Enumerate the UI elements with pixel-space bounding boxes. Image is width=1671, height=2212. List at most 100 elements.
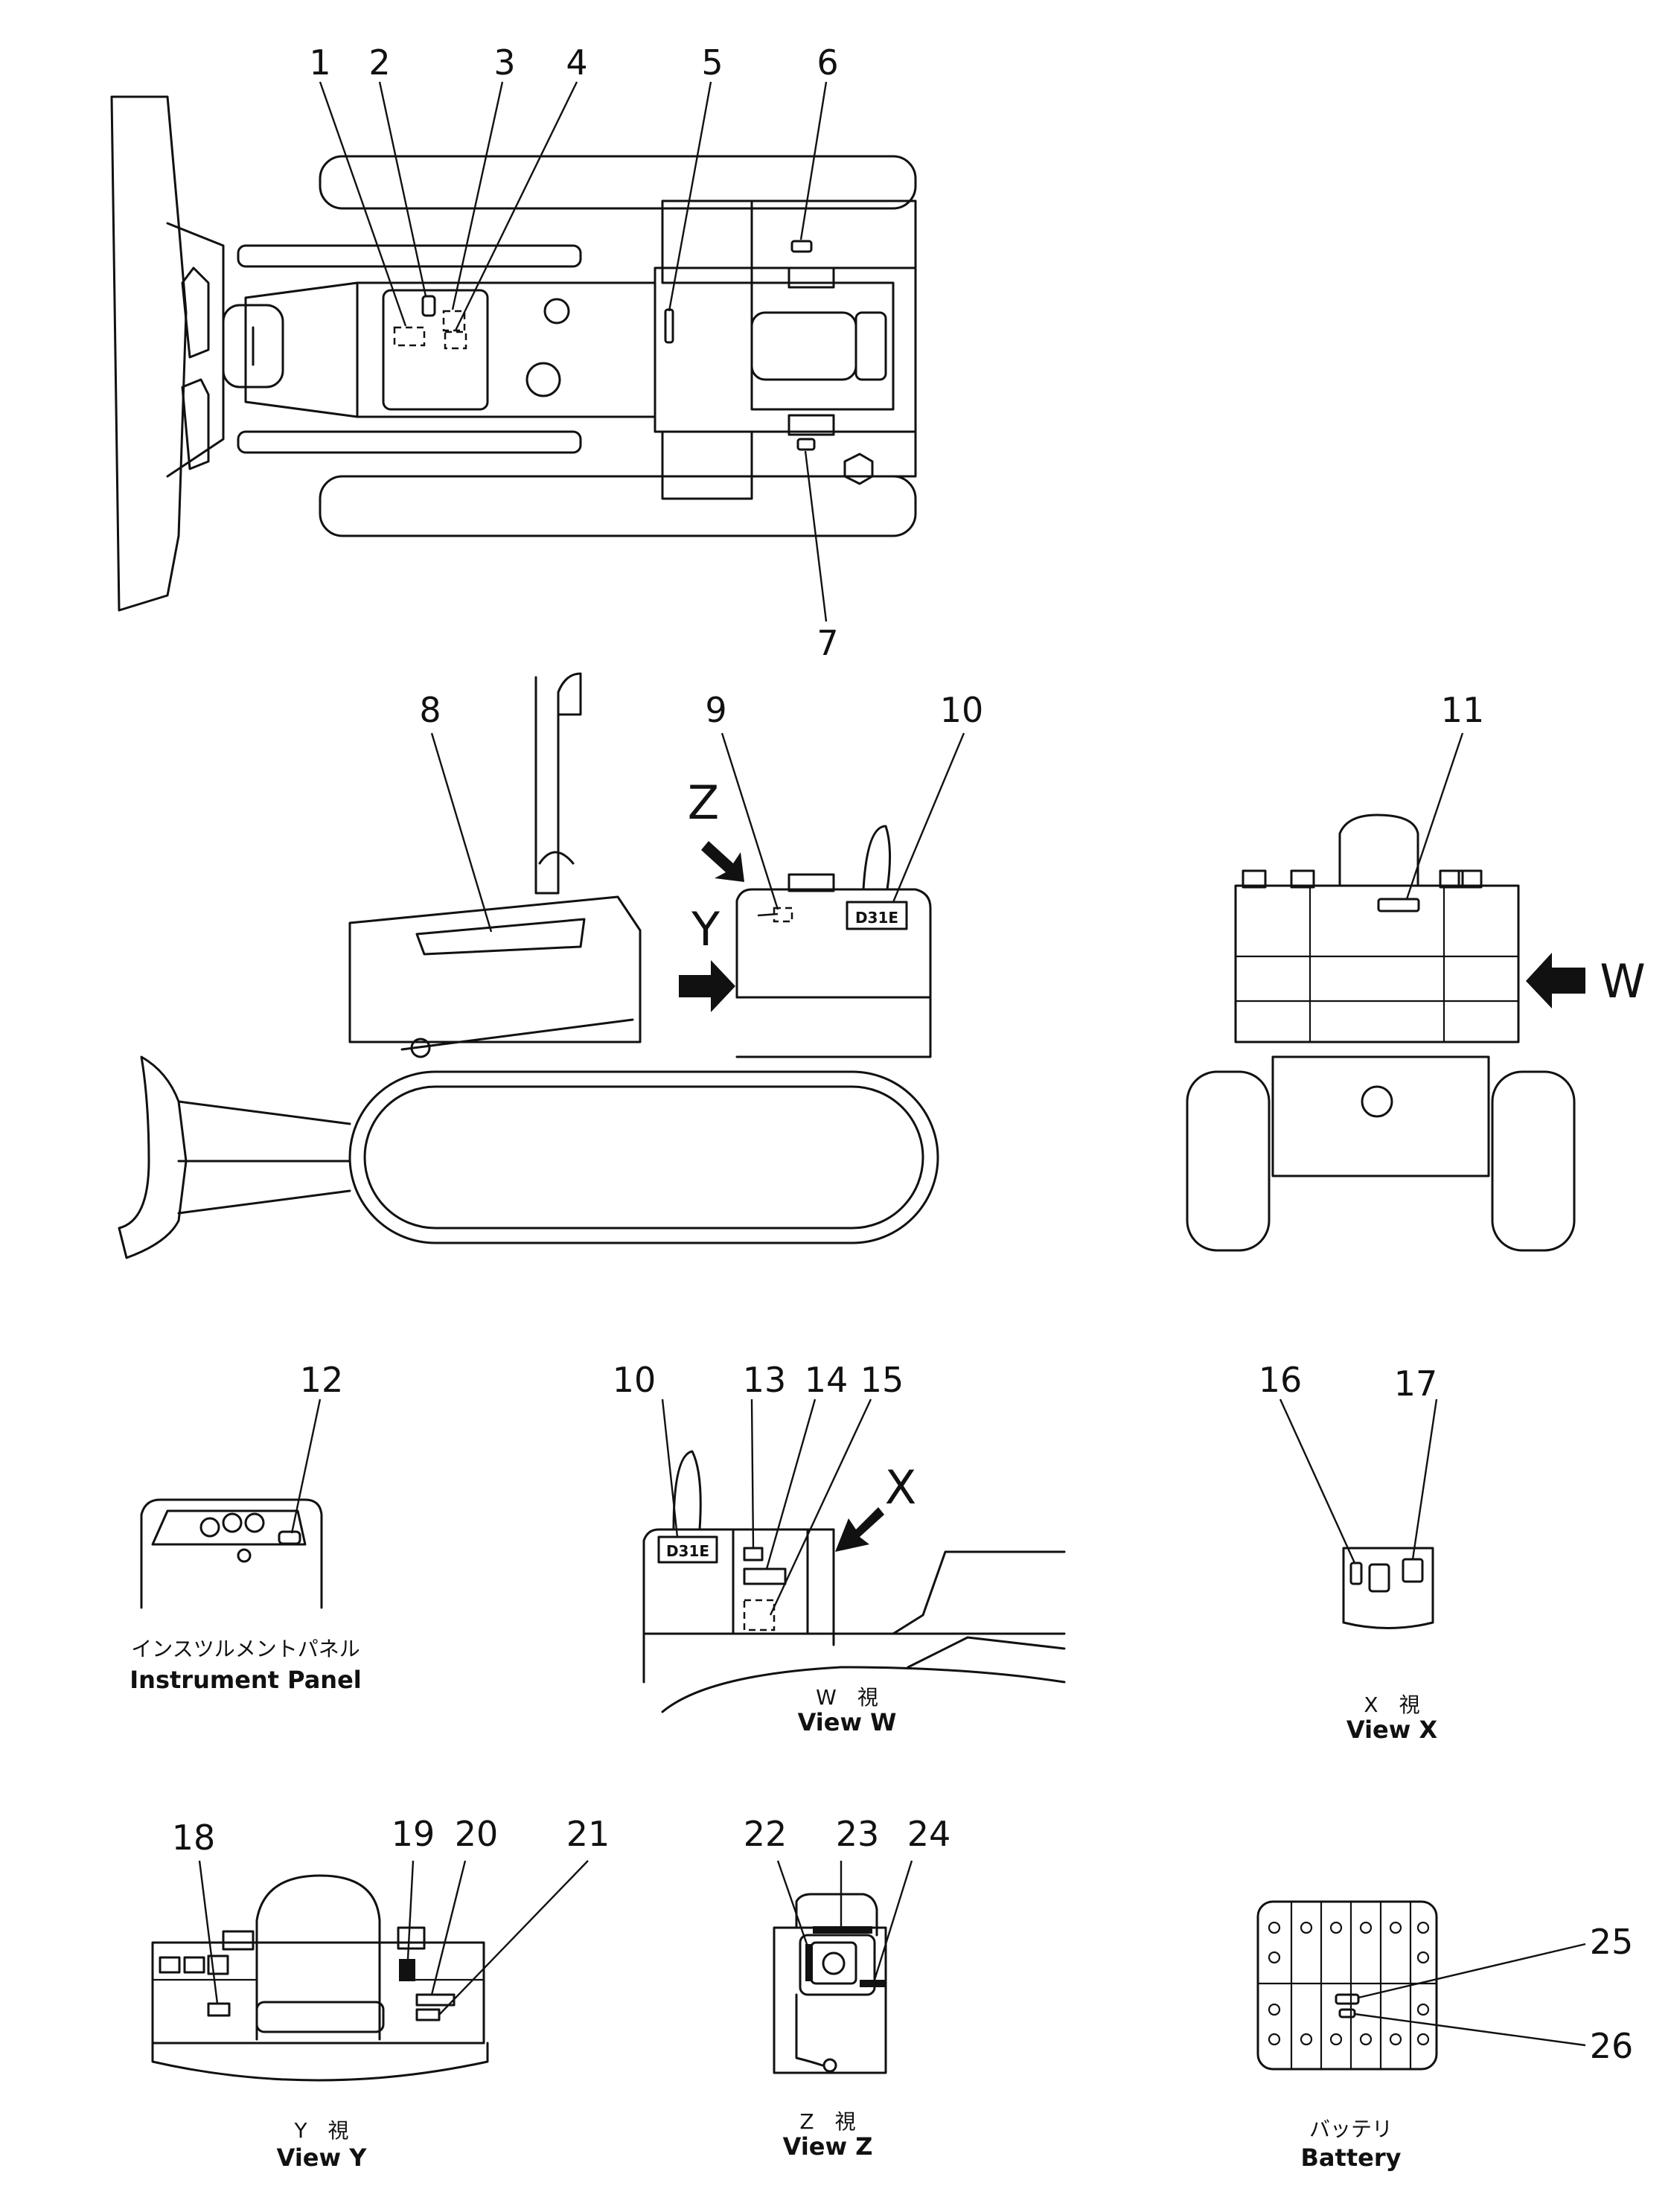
- leader-4: [454, 81, 578, 331]
- view-arrow-y-label: Y: [691, 902, 720, 956]
- vent-cap: [1268, 1951, 1281, 1964]
- w-decal-10-plate: [657, 1535, 718, 1564]
- caption-view-z-jp: Z 視: [799, 2109, 855, 2134]
- vent-cap: [1389, 1921, 1402, 1934]
- lift-pin: [410, 1038, 431, 1058]
- vent-cap: [1359, 1921, 1373, 1934]
- callout-10: 10: [940, 690, 984, 730]
- callout-12: 12: [300, 1360, 344, 1400]
- leader-11: [1405, 732, 1464, 900]
- rear-track-left: [1186, 1070, 1271, 1252]
- leader-20: [430, 1860, 467, 1995]
- track-bottom: [319, 475, 917, 537]
- leader-14: [765, 1399, 817, 1570]
- leader-9b: [757, 912, 779, 917]
- view-arrow-y: [679, 960, 735, 1012]
- z-handle: [795, 1893, 878, 1937]
- decal-25-marker: [1335, 1993, 1360, 2005]
- decal-10-plate: [846, 901, 908, 930]
- decal-6-marker: [790, 240, 813, 253]
- vent-cap: [1416, 2003, 1430, 2016]
- leader-3: [451, 81, 504, 310]
- view-arrow-w-label: W: [1600, 954, 1645, 1008]
- vent-cap: [1416, 1921, 1430, 1934]
- leader-17: [1411, 1399, 1438, 1560]
- callout-6: 6: [817, 42, 838, 83]
- callout-4: 4: [566, 42, 587, 83]
- battery-case: [1256, 1900, 1438, 2071]
- blade-shape: [110, 95, 188, 612]
- w-decal-10-text: D31E: [666, 1542, 709, 1560]
- gauge-1: [199, 1517, 220, 1538]
- side-track-outer: [348, 1070, 939, 1244]
- side-track-inner: [363, 1085, 924, 1230]
- view-x: [1279, 1399, 1438, 1629]
- decal-1-marker: [393, 326, 426, 347]
- callout-17: 17: [1394, 1364, 1438, 1404]
- leader-18: [198, 1860, 219, 2004]
- vent-cap: [1416, 1951, 1430, 1964]
- gauge-3: [244, 1512, 265, 1533]
- decal-2-marker: [421, 295, 436, 317]
- decal-12-marker: [278, 1530, 301, 1545]
- view-arrow-w: [1526, 953, 1585, 1008]
- leader-10b: [661, 1399, 679, 1538]
- decal-3-marker: [442, 310, 466, 332]
- leader-19: [406, 1860, 415, 1960]
- view-arrow-x-label: X: [885, 1460, 916, 1515]
- decal-24-marker: [860, 1980, 885, 1987]
- caption-battery-jp: バッテリ: [1309, 2117, 1393, 2141]
- decal-16-marker: [1349, 1561, 1363, 1585]
- precleaner: [538, 851, 575, 865]
- leader-5: [668, 81, 712, 312]
- caption-view-x-jp: X 視: [1364, 1692, 1419, 1717]
- z-dial: [822, 1952, 846, 1975]
- leader-7: [804, 450, 828, 622]
- callout-8: 8: [419, 690, 441, 730]
- caption-battery-en: Battery: [1301, 2144, 1402, 2172]
- brand-decal-8: [415, 918, 586, 956]
- rear-light-1: [1242, 869, 1267, 889]
- rear-frame-lower: [1271, 1055, 1490, 1177]
- leader-25: [1358, 1943, 1586, 1999]
- callout-13: 13: [743, 1360, 787, 1400]
- side-blade: [118, 1055, 188, 1259]
- seat-box: [750, 281, 895, 411]
- vent-cap: [1268, 2003, 1281, 2016]
- rear-bolt: [843, 453, 874, 485]
- rear-light-4: [1457, 869, 1483, 889]
- rear-track-right: [1491, 1070, 1576, 1252]
- y-body: [151, 1941, 485, 2045]
- leader-10: [892, 732, 965, 903]
- callout-22: 22: [744, 1814, 787, 1854]
- caption-instrument-panel-jp: インスツルメントパネル: [131, 1637, 360, 1661]
- leader-12: [290, 1399, 322, 1534]
- vent-cap: [1416, 2033, 1430, 2046]
- exhaust-stack: [534, 672, 582, 895]
- track-top: [319, 155, 917, 210]
- decal-22-marker: [805, 1944, 813, 1981]
- leader-2: [378, 81, 427, 297]
- y-switch-1: [159, 1956, 181, 1974]
- leader-22: [776, 1860, 809, 1947]
- blade-bracket-top: [181, 266, 210, 359]
- w-rear-outline: [892, 1550, 1066, 1635]
- caption-view-w-en: View W: [798, 1708, 897, 1736]
- side-panel-top: [787, 873, 835, 892]
- view-z: [773, 1860, 913, 2074]
- leader-1: [319, 81, 407, 327]
- operator-deck: [654, 266, 917, 433]
- z-screen: [810, 1941, 857, 1985]
- fender-bottom: [661, 430, 753, 500]
- vent-cap: [1300, 2033, 1313, 2046]
- callout-20: 20: [455, 1814, 499, 1854]
- callout-19: 19: [392, 1814, 435, 1854]
- callout-24: 24: [907, 1814, 951, 1854]
- x-panel: [1342, 1547, 1434, 1629]
- caption-view-w-jp: W 視: [816, 1685, 878, 1710]
- blade-bracket-bottom: [181, 378, 210, 470]
- decal-21-marker: [415, 2008, 441, 2021]
- seat: [750, 311, 857, 381]
- rear-body: [1234, 884, 1520, 1043]
- decal-4-marker: [444, 330, 467, 350]
